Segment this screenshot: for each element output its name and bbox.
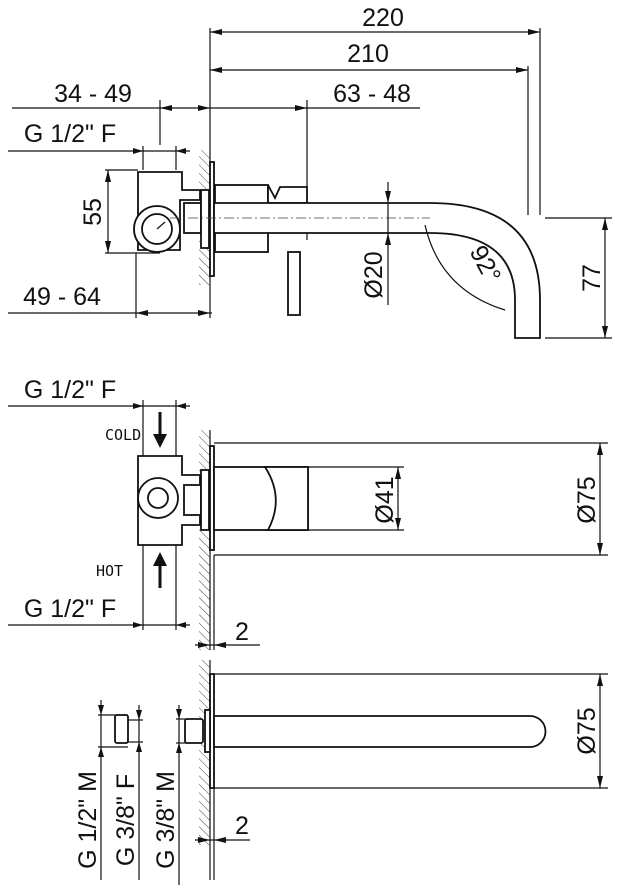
- lever: [287, 251, 301, 316]
- dim-diameter-41: Ø41: [371, 476, 399, 523]
- dim-inlet-upper: G 1/2" F: [24, 376, 116, 404]
- wall-hatch: [199, 430, 210, 650]
- dim-thread-3: G 3/8" M: [152, 771, 180, 869]
- dim-49-64: 49 - 64: [23, 283, 101, 311]
- dim-63-48: 63 - 48: [333, 80, 411, 108]
- dim-inlet-top: G 1/2" F: [24, 120, 116, 148]
- dim-thread-2: G 3/8" F: [112, 774, 140, 866]
- dim-210: 210: [347, 40, 389, 68]
- angle-arc: [424, 224, 506, 311]
- cold-label: COLD: [105, 426, 141, 444]
- front-view: G 1/2" F COLD Ø75 Ø41 HOT G 1/2" F 2: [8, 376, 608, 650]
- dim-plate-2: 2: [235, 618, 249, 646]
- dim-diameter-75: Ø75: [573, 476, 601, 523]
- dim-34-49: 34 - 49: [54, 80, 132, 108]
- spout-view: Ø75 G 1/2" M G 3/8" F G 3/8" M 2: [74, 660, 608, 885]
- dim-inlet-lower: G 1/2" F: [24, 595, 116, 623]
- arrow-up-icon: [153, 552, 167, 588]
- dim-diameter-75-lower: Ø75: [573, 707, 601, 754]
- nut: [114, 714, 129, 744]
- spout: [213, 202, 541, 339]
- dim-77: 77: [578, 264, 606, 292]
- arrow-down-icon: [153, 412, 167, 448]
- dim-55: 55: [79, 198, 107, 226]
- spout: [213, 715, 547, 748]
- dim-thread-1: G 1/2" M: [74, 771, 102, 869]
- handle: [263, 466, 309, 531]
- dim-diameter-20: Ø20: [360, 251, 388, 298]
- dim-220: 220: [362, 4, 404, 32]
- hot-label: HOT: [96, 562, 123, 580]
- dim-plate-2-lower: 2: [235, 812, 249, 840]
- top-view: 220 210 34 - 49 63 - 48 G 1/2" F 55: [8, 4, 612, 339]
- connector: [184, 718, 204, 744]
